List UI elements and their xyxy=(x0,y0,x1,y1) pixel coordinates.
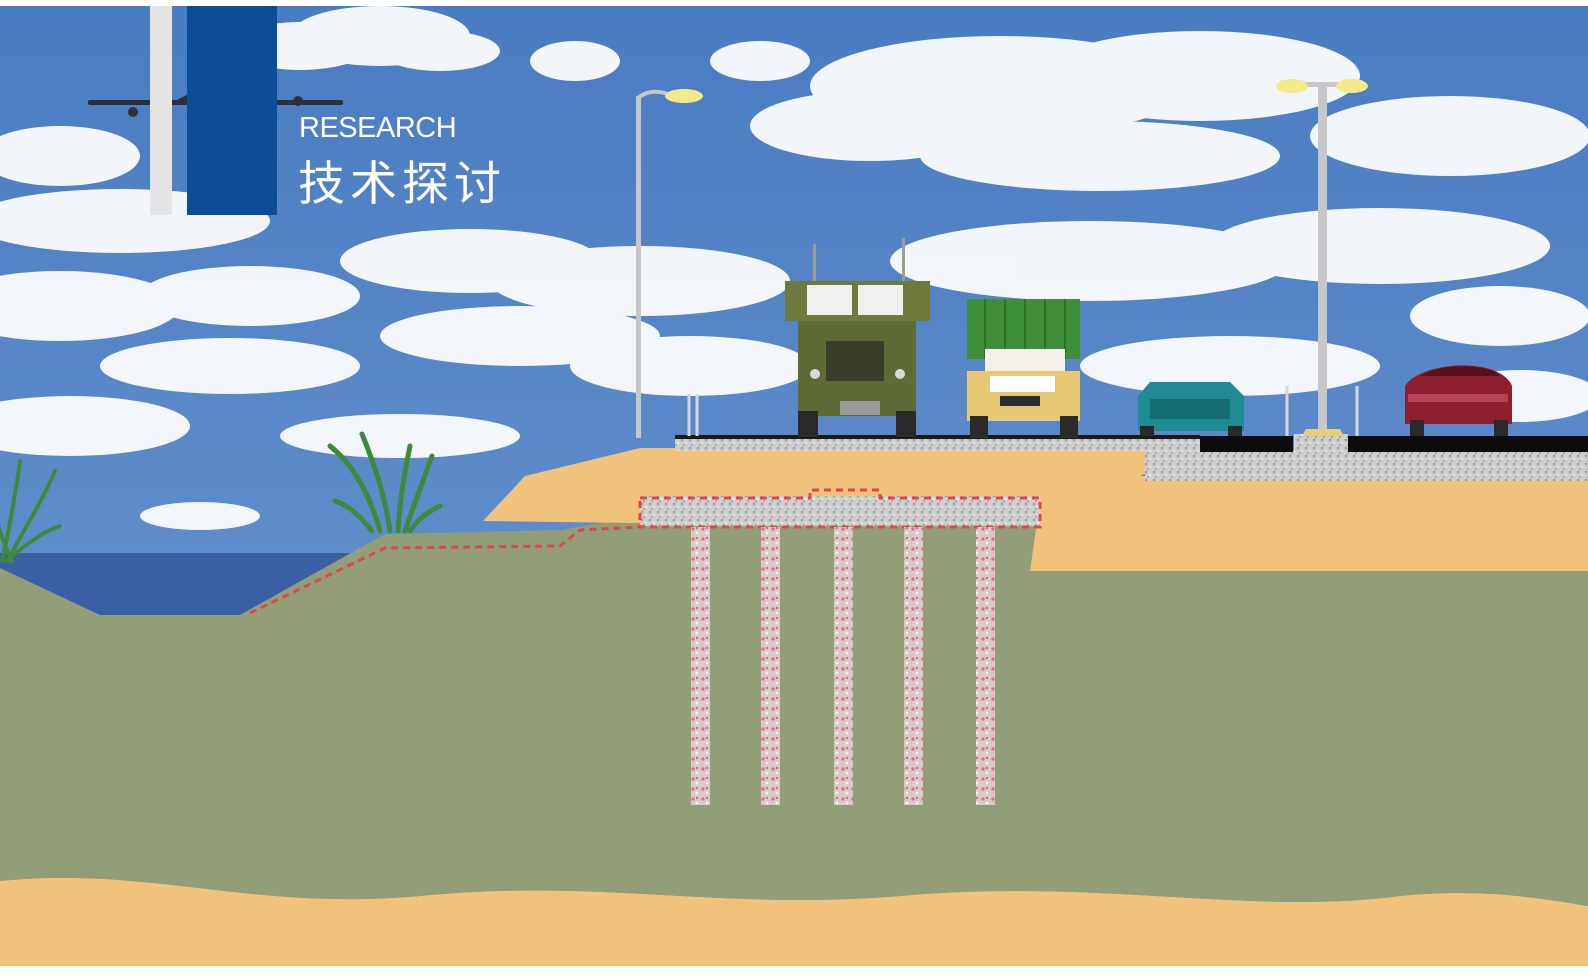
street-lamp-icon xyxy=(636,89,703,438)
gravel-pile xyxy=(904,527,923,805)
illustration xyxy=(0,6,1588,966)
section-label-en: RESEARCH xyxy=(299,112,457,144)
truck-icon xyxy=(785,238,930,437)
header-badge xyxy=(187,6,277,215)
road-surface-right xyxy=(1200,436,1293,452)
road-base-left xyxy=(675,438,1200,451)
gravel-pile xyxy=(834,527,853,805)
clay-layer xyxy=(0,516,1588,906)
gravel-cushion xyxy=(640,496,1040,526)
sand-layer-bottom xyxy=(0,877,1588,966)
cloud xyxy=(750,31,1588,191)
road-surface-far xyxy=(1348,436,1588,452)
cloud xyxy=(890,208,1588,422)
reed-plant-icon xyxy=(327,431,443,534)
car-icon xyxy=(1405,365,1512,436)
car-icon xyxy=(1138,382,1244,436)
reed-plant-icon xyxy=(0,459,62,563)
gravel-pile xyxy=(761,527,780,805)
geotextile-slope xyxy=(249,525,641,615)
cloud xyxy=(0,126,360,456)
road-surface-left xyxy=(675,435,1200,439)
guard-post-icon xyxy=(687,386,1359,436)
cloud xyxy=(140,414,520,530)
gravel-pile xyxy=(976,527,995,805)
truck-icon xyxy=(967,299,1080,438)
road-median xyxy=(1294,434,1348,452)
gravel-pile xyxy=(691,527,710,805)
cloud xyxy=(530,41,810,81)
section-title-cn: 技术探讨 xyxy=(298,157,506,212)
gravel-piles xyxy=(691,527,995,805)
road-base-right xyxy=(1145,451,1588,481)
double-street-lamp-icon xyxy=(1276,79,1368,436)
header-accent-bar xyxy=(150,6,172,215)
